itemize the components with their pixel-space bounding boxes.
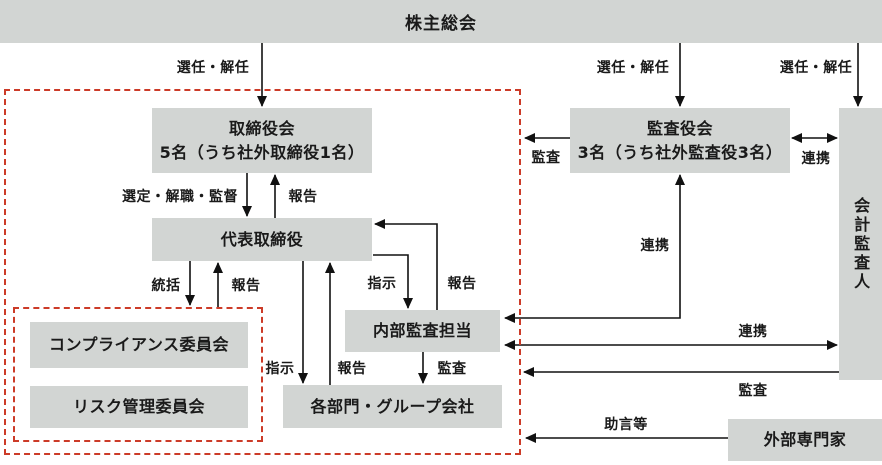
label-instruction-departments: 指示 [265, 361, 295, 377]
internal-audit-box-label: 内部監査担当 [372, 321, 472, 341]
label-audit-by-accounting-auditor: 監査 [738, 383, 768, 399]
label-instruction-internal-audit: 指示 [367, 276, 397, 292]
board-of-directors-box-label: 取締役会 [228, 119, 295, 139]
departments-group-companies-box-label: 各部門・グループ会社 [310, 396, 475, 416]
label-audit-by-audit-board: 監査 [531, 150, 561, 166]
board-of-directors-box-label: 5名（うち社外取締役1名） [159, 142, 365, 162]
risk-management-committee-box: リスク管理委員会 [30, 386, 248, 428]
compliance-committee-box-label: コンプライアンス委員会 [48, 335, 230, 355]
label-selection-dismissal-supervision: 選定・解職・監督 [122, 189, 238, 205]
label-appointment-dismissal-board: 選任・解任 [176, 60, 250, 76]
label-cooperation-audit-board-accounting: 連携 [801, 151, 831, 167]
board-of-directors-box: 取締役会 5名（うち社外取締役1名） [152, 108, 372, 173]
label-audit-departments: 監査 [437, 361, 467, 377]
internal-governance-dashed-region [4, 89, 521, 455]
external-experts-box-label: 外部専門家 [763, 430, 847, 450]
audit-supervisory-board-box-label: 監査役会 [646, 119, 713, 139]
label-cooperation-audit-board-internal: 連携 [640, 238, 670, 254]
label-report-from-committees: 報告 [231, 278, 261, 294]
label-report-to-board: 報告 [288, 189, 318, 205]
label-advice: 助言等 [604, 417, 648, 433]
risk-management-committee-box-label: リスク管理委員会 [72, 397, 205, 417]
shareholders-meeting-label: 株主総会 [405, 14, 477, 34]
shareholders-meeting-bar: 株主総会 [0, 0, 882, 43]
accounting-auditor-box: 会計監査人 [839, 108, 882, 380]
representative-director-box-label: 代表取締役 [220, 229, 304, 249]
label-report-from-departments: 報告 [337, 361, 367, 377]
audit-supervisory-board-box-label: 3名（うち社外監査役3名） [577, 142, 783, 162]
representative-director-box: 代表取締役 [152, 218, 372, 261]
accounting-auditor-box-label: 会計監査人 [851, 196, 871, 292]
label-appointment-dismissal-accounting: 選任・解任 [779, 60, 853, 76]
committees-dashed-region [13, 307, 263, 442]
compliance-committee-box: コンプライアンス委員会 [30, 322, 248, 368]
departments-group-companies-box: 各部門・グループ会社 [283, 385, 502, 428]
label-report-from-internal-audit: 報告 [447, 276, 477, 292]
internal-audit-box: 内部監査担当 [345, 310, 500, 352]
label-appointment-dismissal-audit-board: 選任・解任 [596, 60, 670, 76]
label-supervision-committees: 統括 [151, 278, 181, 294]
audit-supervisory-board-box: 監査役会 3名（うち社外監査役3名） [570, 108, 790, 173]
label-cooperation-internal-accounting: 連携 [738, 324, 768, 340]
external-experts-box: 外部専門家 [728, 419, 882, 461]
